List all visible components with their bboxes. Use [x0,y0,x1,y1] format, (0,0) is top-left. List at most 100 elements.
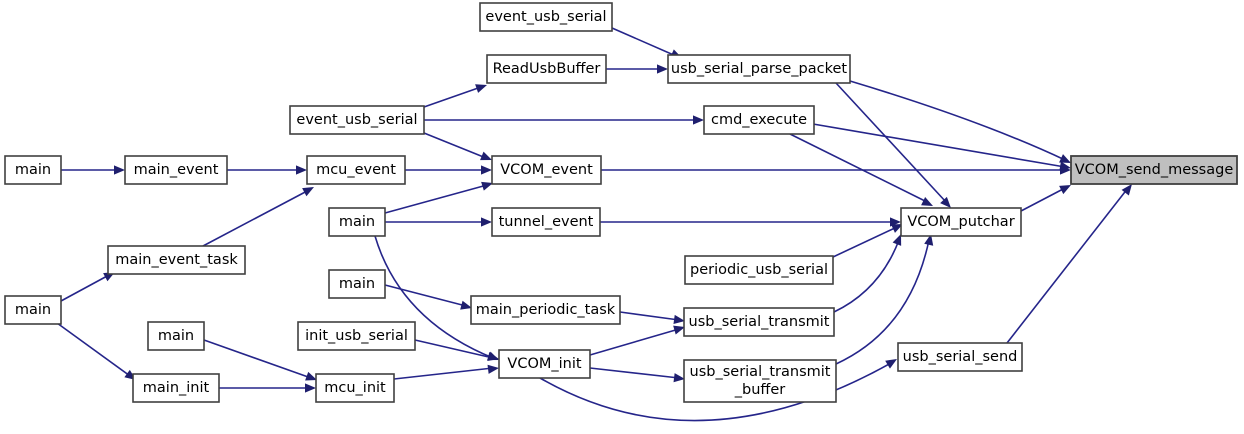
arrow-head-icon [487,352,499,362]
node-main_event_task[interactable]: main_event_task [107,245,246,275]
node-box[interactable] [124,155,228,185]
arrow-head-icon [481,181,493,191]
node-cmd_execute[interactable]: cmd_execute [703,105,815,135]
node-box[interactable] [289,105,425,135]
edge-main_3-to-main_init [56,322,136,380]
node-main_1[interactable]: main [4,155,62,185]
edge-main_periodic_task-to-usb_serial_transmit [619,311,685,325]
arrow-head-icon [890,217,901,227]
edge-event_usb_serial_mid-to-vcom_event [423,132,492,161]
arrow-head-icon [481,165,492,175]
edges-layer [56,27,1132,422]
node-box[interactable] [147,321,205,351]
node-box[interactable] [470,295,621,325]
node-usb_serial_parse_packet[interactable]: usb_serial_parse_packet [667,54,851,84]
node-box[interactable] [684,255,834,285]
edge-tunnel_event-to-vcom_putchar [600,217,901,227]
node-vcom_event[interactable]: VCOM_event [491,155,602,185]
node-vcom_send_message[interactable]: VCOM_send_message [1070,155,1238,185]
node-event_usb_serial_mid[interactable]: event_usb_serial [289,105,425,135]
arrow-head-icon [305,383,316,393]
node-event_usb_serial_top[interactable]: event_usb_serial [479,2,613,32]
arrow-head-icon [885,359,897,369]
edge-usb_serial_parse_packet-to-vcom_putchar [835,82,951,208]
edge-vcom_init-to-usb_serial_transmit_buffer [589,367,685,383]
arrow-head-icon [1121,184,1132,196]
arrow-head-icon [302,187,314,197]
edge-vcom_event-to-vcom_send_message [601,165,1071,175]
node-read_usb_buffer[interactable]: ReadUsbBuffer [486,54,607,84]
node-box[interactable] [132,373,220,403]
node-main_periodic_task[interactable]: main_periodic_task [470,295,621,325]
edge-vcom_init-to-usb_serial_send [539,359,897,422]
node-main_init[interactable]: main_init [132,373,220,403]
edge-main_event-to-mcu_event [227,165,307,175]
edge-event_usb_serial_mid-to-read_usb_buffer [423,84,487,108]
node-box[interactable] [315,373,395,403]
edge-main_2-to-vcom_event [384,181,493,214]
arrow-head-icon [481,217,492,227]
node-box[interactable] [900,207,1022,237]
edge-usb_serial_transmit-to-vcom_putchar [833,234,902,313]
node-box[interactable] [107,245,246,275]
arrow-head-icon [891,224,903,233]
node-box[interactable] [498,349,591,379]
arrow-head-icon [892,234,902,246]
edge-vcom_putchar-to-vcom_send_message [1020,185,1071,212]
edge-usb_serial_transmit_buffer-to-vcom_putchar [835,234,934,365]
node-box[interactable] [1070,155,1238,185]
edge-mcu_init-to-vcom_init [393,364,499,380]
node-periodic_usb_serial[interactable]: periodic_usb_serial [684,255,834,285]
node-main_4[interactable]: main [328,269,386,299]
node-mcu_init[interactable]: mcu_init [315,373,395,403]
arrow-head-icon [657,64,668,74]
node-main_5[interactable]: main [147,321,205,351]
arrow-head-icon [940,196,951,208]
edge-vcom_init-to-usb_serial_transmit [589,325,685,356]
arrow-head-icon [480,151,492,161]
node-mcu_event[interactable]: mcu_event [306,155,406,185]
node-box[interactable] [491,155,602,185]
arrow-head-icon [487,364,499,374]
edge-usb_serial_send-to-vcom_send_message [1006,184,1132,344]
node-box[interactable] [328,269,386,299]
node-box[interactable] [4,155,62,185]
node-main_2[interactable]: main [328,207,386,237]
edge-main_4-to-main_periodic_task [384,284,472,310]
node-box[interactable] [479,2,613,32]
arrow-head-icon [1059,185,1071,195]
edge-cmd_execute-to-vcom_putchar [789,133,933,206]
arrow-head-icon [673,325,685,335]
node-box[interactable] [897,342,1023,372]
edge-usb_serial_parse_packet-to-vcom_send_message [849,80,1071,163]
node-init_usb_serial[interactable]: init_usb_serial [297,321,416,351]
node-vcom_putchar[interactable]: VCOM_putchar [900,207,1022,237]
node-usb_serial_transmit[interactable]: usb_serial_transmit [683,307,835,337]
node-box[interactable] [328,207,386,237]
node-main_3[interactable]: main [4,295,62,325]
arrow-head-icon [296,165,307,175]
node-box[interactable] [491,207,601,237]
node-box[interactable] [486,54,607,84]
edge-event_usb_serial_mid-to-cmd_execute [424,115,704,125]
node-box[interactable] [683,307,835,337]
node-box[interactable] [297,321,416,351]
node-vcom_init[interactable]: VCOM_init [498,349,591,379]
node-box[interactable] [683,359,837,403]
edge-main_event_task-to-mcu_event [202,187,314,247]
node-box[interactable] [306,155,406,185]
node-tunnel_event[interactable]: tunnel_event [491,207,601,237]
node-usb_serial_transmit_buffer[interactable]: usb_serial_transmit_buffer [683,359,837,403]
node-box[interactable] [667,54,851,84]
node-box[interactable] [703,105,815,135]
arrow-head-icon [1059,154,1071,163]
node-box[interactable] [4,295,62,325]
edge-main_5-to-mcu_init [203,339,317,381]
arrow-head-icon [924,234,934,246]
node-main_event[interactable]: main_event [124,155,228,185]
node-usb_serial_send[interactable]: usb_serial_send [897,342,1023,372]
arrow-head-icon [114,165,125,175]
edge-mcu_event-to-vcom_event [405,165,492,175]
